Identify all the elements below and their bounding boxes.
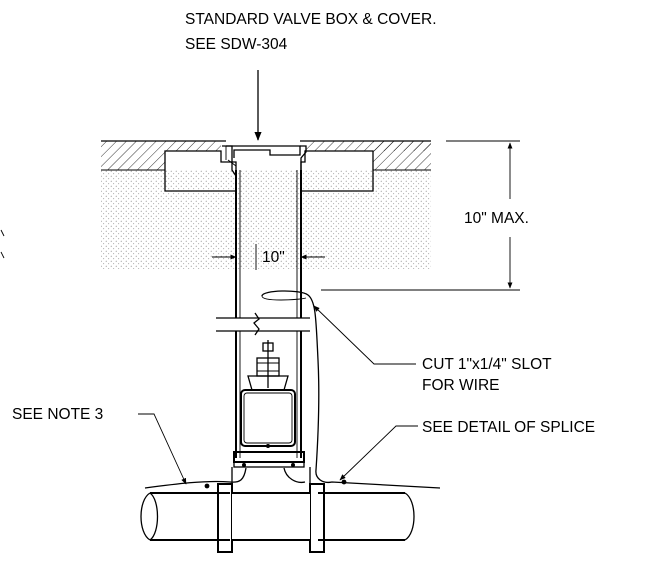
note3-leader bbox=[138, 413, 187, 485]
riser-pipe bbox=[216, 170, 316, 458]
valve-box-label-line1: STANDARD VALVE BOX & COVER. bbox=[185, 11, 437, 28]
concrete-collar-left bbox=[164, 150, 237, 192]
valve-box-cover bbox=[222, 145, 307, 177]
splice-label: SEE DETAIL OF SPLICE bbox=[422, 419, 595, 436]
note3-label: SEE NOTE 3 bbox=[12, 406, 103, 423]
valve-box-label-line2: SEE SDW-304 bbox=[185, 36, 288, 53]
valve-assembly bbox=[233, 340, 305, 468]
tracer-wire bbox=[144, 290, 441, 489]
diameter-dimension bbox=[212, 244, 325, 270]
slot-label-line1: CUT 1"x1/4" SLOT bbox=[422, 356, 552, 373]
diameter-label: 10" bbox=[262, 249, 285, 266]
slot-label-line2: FOR WIRE bbox=[422, 377, 500, 394]
margin-mark bbox=[0, 229, 5, 237]
max-depth-label: 10" MAX. bbox=[464, 210, 529, 227]
splice-leader bbox=[339, 425, 418, 481]
water-main-pipe bbox=[140, 467, 415, 553]
depth-dimension bbox=[321, 140, 520, 291]
slot-leader bbox=[313, 305, 416, 365]
ground-section bbox=[101, 140, 431, 269]
